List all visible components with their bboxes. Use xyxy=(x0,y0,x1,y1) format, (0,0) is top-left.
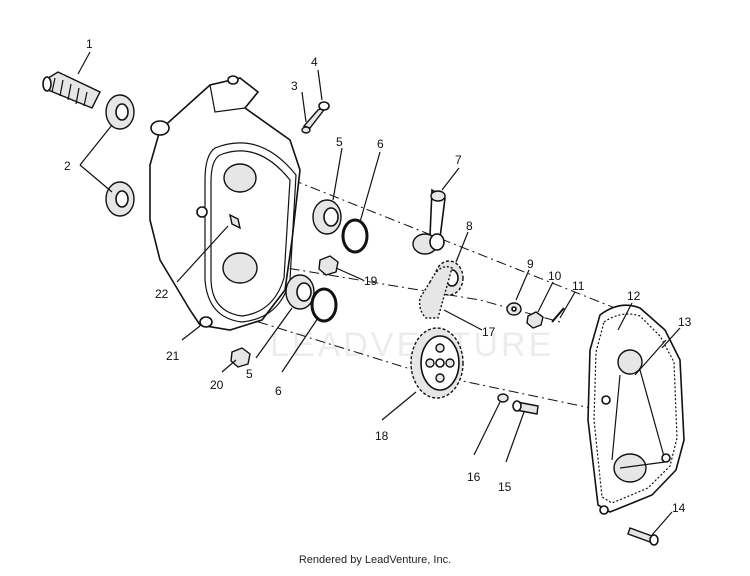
callout-16: 16 xyxy=(467,470,481,484)
callout-labels: 1 2 3 4 5 5 6 6 7 8 9 10 11 12 13 14 15 … xyxy=(64,37,692,515)
chaincase-housing xyxy=(149,75,301,331)
dowel-pin xyxy=(228,213,242,230)
callout-1: 1 xyxy=(86,37,93,51)
callout-17: 17 xyxy=(482,325,496,339)
callout-5-upper: 5 xyxy=(336,135,343,149)
drive-chain xyxy=(418,265,453,319)
drive-shaft xyxy=(42,71,101,109)
callout-7: 7 xyxy=(455,153,462,167)
cover-bolt xyxy=(627,527,659,546)
callout-9: 9 xyxy=(527,257,534,271)
footer-credit: Rendered by LeadVenture, Inc. xyxy=(298,554,452,566)
callout-6-lower: 6 xyxy=(275,384,282,398)
bolt-15 xyxy=(512,400,539,415)
snap-ring-lower xyxy=(310,287,338,323)
callout-21: 21 xyxy=(166,349,180,363)
callout-12: 12 xyxy=(627,289,641,303)
bearing-upper xyxy=(312,199,342,235)
callout-5-lower: 5 xyxy=(246,367,253,381)
washer-16 xyxy=(497,393,509,403)
callout-13: 13 xyxy=(678,315,692,329)
callout-10: 10 xyxy=(548,269,562,283)
sprocket-lower xyxy=(410,327,464,399)
cotter-pin xyxy=(551,307,565,323)
callout-11: 11 xyxy=(572,279,585,293)
bearing-lower xyxy=(285,274,315,310)
snap-ring-upper xyxy=(341,218,369,254)
chaincase-cover xyxy=(587,304,685,515)
callout-18: 18 xyxy=(375,429,389,443)
chain-tensioner xyxy=(412,188,446,255)
callout-8: 8 xyxy=(466,219,473,233)
callout-2: 2 xyxy=(64,159,71,173)
nut-19 xyxy=(318,255,339,276)
callout-4: 4 xyxy=(311,55,318,69)
bolt-upper xyxy=(302,101,330,129)
callout-3: 3 xyxy=(291,79,298,93)
seal-lower xyxy=(105,181,135,217)
washer-upper xyxy=(301,126,311,134)
callout-15: 15 xyxy=(498,480,512,494)
callout-6-upper: 6 xyxy=(377,137,384,151)
nut-10 xyxy=(526,311,544,329)
callout-14: 14 xyxy=(672,501,686,515)
nut-20 xyxy=(230,347,251,368)
callout-20: 20 xyxy=(210,378,224,392)
seal-upper xyxy=(105,94,135,130)
callout-19: 19 xyxy=(364,274,378,288)
washer-9 xyxy=(506,302,522,316)
callout-22: 22 xyxy=(155,287,169,301)
leader-lines xyxy=(77,51,681,536)
